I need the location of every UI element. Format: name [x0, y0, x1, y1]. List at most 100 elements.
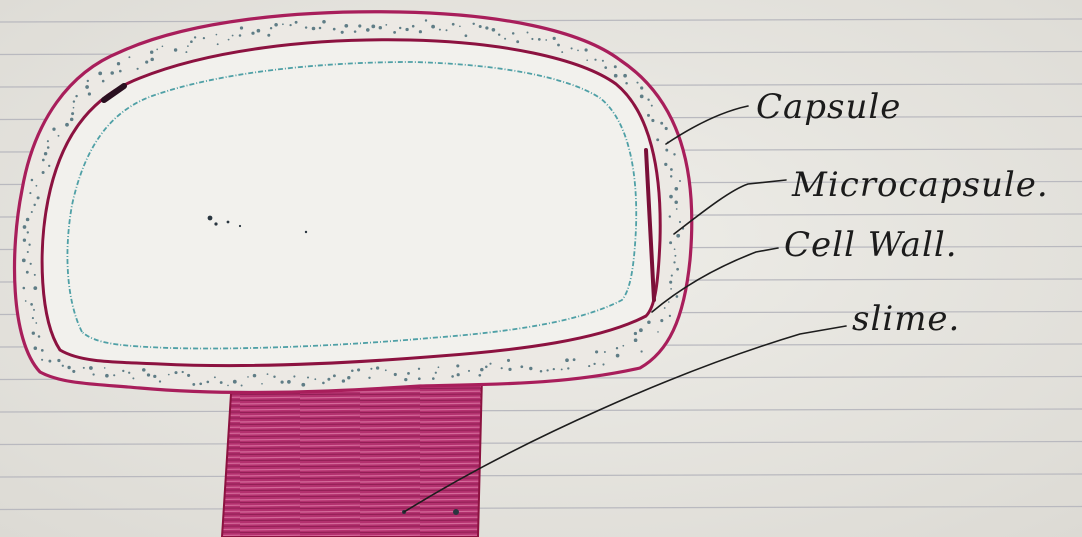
stipple-dot: [647, 99, 649, 101]
stipple-dot: [604, 66, 607, 69]
stipple-dot: [671, 275, 673, 277]
stipple-dot: [602, 363, 604, 365]
stipple-dot: [385, 369, 387, 371]
stipple-dot: [418, 368, 420, 370]
stipple-dot: [623, 74, 627, 78]
stipple-dot: [668, 301, 670, 303]
stipple-dot: [273, 376, 275, 378]
stipple-dot: [52, 128, 55, 131]
stipple-dot: [162, 45, 164, 47]
stipple-dot: [546, 369, 548, 371]
stipple-dot: [25, 300, 27, 302]
stipple-dot: [319, 27, 322, 30]
stipple-dot: [446, 29, 448, 31]
stipple-dot: [282, 23, 284, 25]
stipple-dot: [640, 350, 642, 352]
stipple-dot: [247, 376, 249, 378]
stipple-dot: [656, 138, 659, 141]
stipple-dot: [366, 28, 370, 32]
stipple-dot: [150, 58, 154, 62]
stipple-dot: [142, 368, 146, 372]
stipple-dot: [639, 328, 643, 332]
stipple-dot: [674, 255, 676, 257]
stipple-dot: [72, 370, 75, 373]
stipple-dot: [376, 366, 379, 369]
stipple-dot: [185, 51, 187, 53]
stipple-dot: [634, 338, 638, 342]
stipple-dot: [42, 159, 45, 162]
stipple-dot: [132, 377, 134, 379]
stipple-dot: [479, 25, 482, 28]
stipple-dot: [38, 335, 41, 338]
stipple-dot: [314, 378, 316, 380]
stipple-dot: [58, 135, 60, 137]
stipple-dot: [676, 208, 678, 210]
stipple-dot: [368, 377, 370, 379]
stipple-dot: [65, 123, 69, 127]
stipple-dot: [527, 32, 529, 34]
stipple-dot: [405, 28, 408, 31]
stipple-dot: [322, 20, 326, 24]
stipple-dot: [561, 368, 563, 370]
stipple-dot: [28, 244, 30, 246]
stipple-dot: [674, 248, 676, 250]
stipple-dot: [27, 251, 29, 253]
stipple-dot: [456, 364, 459, 367]
stipple-dot: [614, 74, 618, 78]
stipple-dot: [457, 373, 460, 376]
stipple-dot: [153, 375, 156, 378]
stipple-dot: [435, 372, 437, 374]
stipple-dot: [565, 358, 569, 362]
stipple-dot: [88, 92, 91, 95]
stipple-dot: [432, 377, 435, 380]
stipple-dot: [676, 234, 680, 238]
stipple-dot: [676, 295, 679, 298]
stipple-dot: [33, 309, 35, 311]
stipple-dot: [31, 179, 34, 182]
stipple-dot: [113, 374, 115, 376]
cell-wall: [42, 40, 660, 366]
stipple-dot: [553, 37, 556, 40]
stipple-dot: [492, 28, 496, 32]
stipple-dot: [34, 346, 38, 350]
stipple-dot: [407, 372, 410, 375]
stipple-dot: [341, 31, 344, 34]
stipple-dot: [117, 62, 120, 65]
stipple-dot: [23, 239, 26, 242]
stipple-dot: [451, 375, 454, 378]
stipple-dot: [35, 322, 37, 324]
stipple-dot: [669, 281, 672, 284]
stipple-dot: [665, 149, 668, 152]
stipple-dot: [307, 376, 309, 378]
stipple-dot: [233, 380, 237, 384]
stipple-dot: [669, 241, 672, 244]
stipple-dot: [588, 365, 590, 367]
stipple-dot: [674, 201, 678, 205]
stipple-dot: [239, 34, 242, 37]
stipple-dot: [468, 370, 470, 372]
stipple-dot: [128, 56, 130, 58]
stipple-dot: [194, 36, 196, 38]
stipple-dot: [48, 165, 50, 167]
stipple-dot: [342, 379, 345, 382]
stipple-dot: [636, 82, 638, 84]
stipple-dot: [270, 27, 272, 29]
stipple-dot: [327, 378, 330, 381]
stipple-dot: [485, 366, 488, 369]
stipple-dot: [472, 23, 474, 25]
stipple-dot: [41, 359, 43, 361]
stipple-dot: [206, 381, 209, 384]
stipple-dot: [174, 48, 177, 51]
stipple-dot: [438, 366, 440, 368]
stipple-dot: [394, 373, 397, 376]
stipple-dot: [73, 100, 75, 102]
stipple-dot: [301, 383, 305, 387]
stipple-dot: [529, 367, 532, 370]
stipple-dot: [228, 39, 230, 41]
stipple-dot: [344, 24, 348, 28]
stipple-dot: [190, 40, 193, 43]
stipple-dot: [42, 171, 45, 174]
slime-label: slime.: [852, 299, 960, 339]
stipple-dot: [37, 196, 40, 199]
